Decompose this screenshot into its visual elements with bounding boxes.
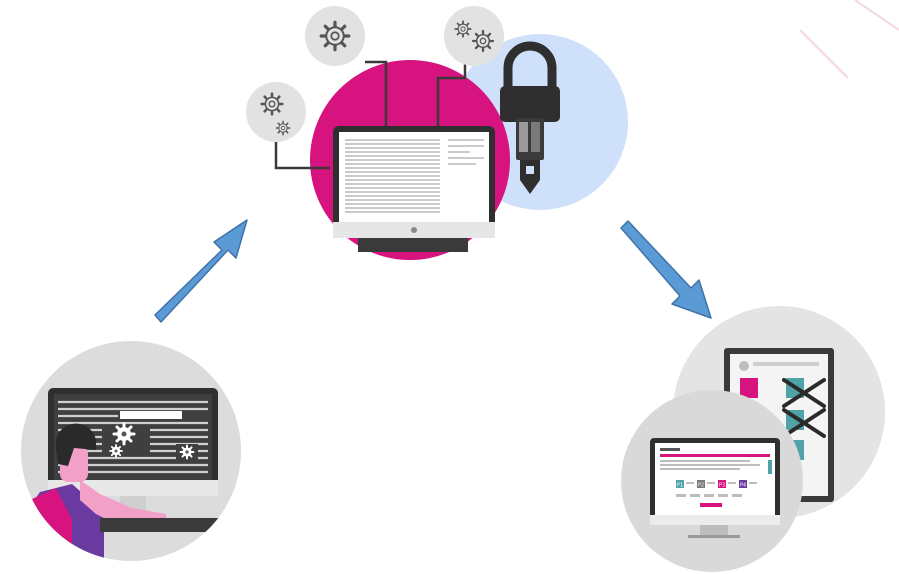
badge-p3: P3 [719, 483, 725, 489]
result-devices-illustration: P1 P2 P3 P4 [621, 306, 885, 572]
gear-bubble-top-right [444, 6, 504, 66]
gear-icon [112, 422, 136, 446]
corner-decoration [799, 0, 899, 79]
badge-p2: P2 [698, 483, 704, 489]
result-monitor: P1 P2 P3 P4 [650, 438, 780, 538]
gear-bubble-left [246, 82, 306, 142]
gear-connector-lines [274, 60, 467, 170]
arrow-up-right [154, 219, 248, 323]
key-icon [516, 118, 544, 194]
cross-icon [782, 378, 826, 438]
code-lines [345, 139, 484, 213]
central-processing-illustration [246, 6, 628, 260]
arrow-down-right [620, 220, 712, 319]
badge-p1: P1 [677, 483, 683, 489]
gear-bubble-top-center [305, 6, 365, 66]
developer-illustration [21, 341, 241, 561]
gear-icon [179, 444, 195, 460]
gear-icon [109, 444, 123, 458]
central-monitor [333, 126, 495, 252]
badge-p4: P4 [740, 483, 746, 489]
padlock-icon [500, 41, 560, 122]
